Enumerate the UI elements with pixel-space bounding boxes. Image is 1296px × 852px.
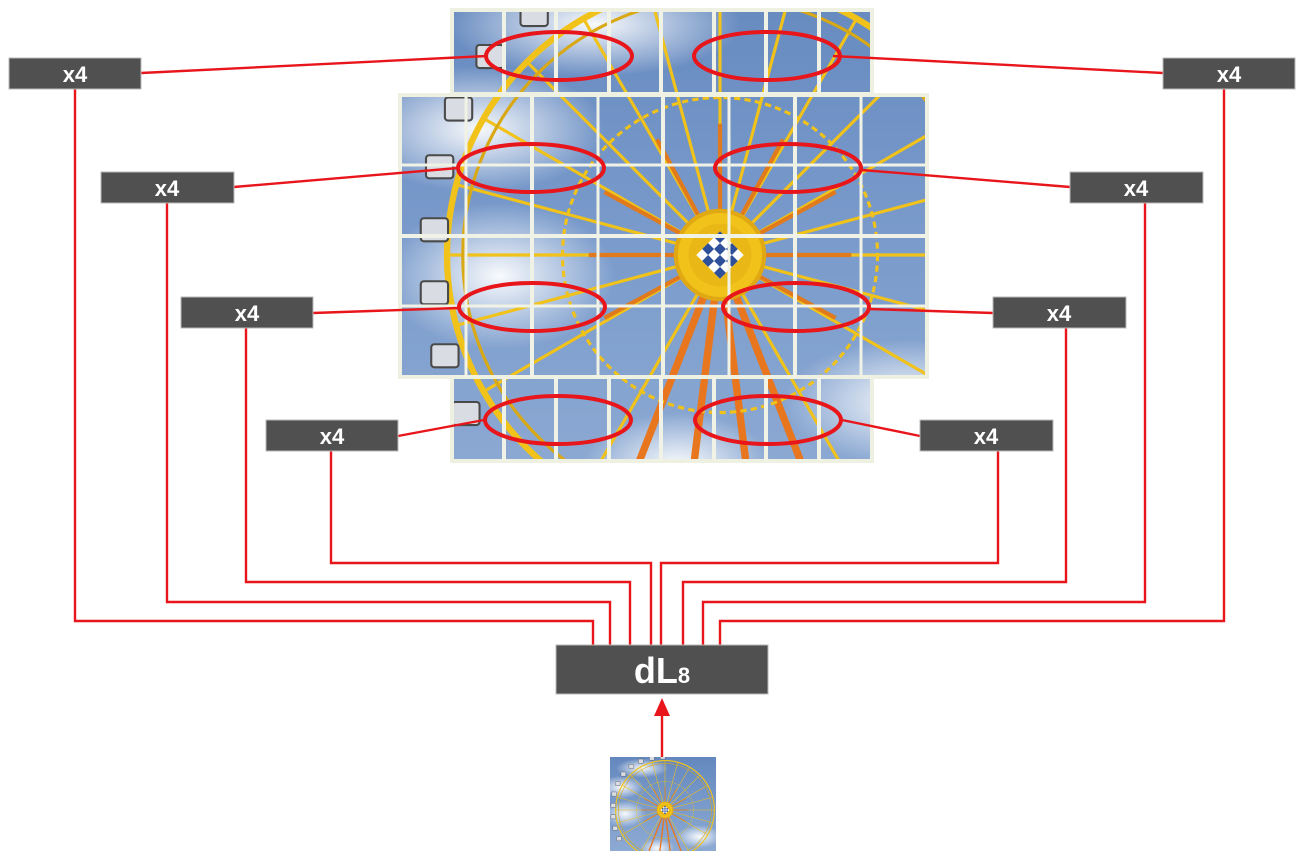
factor-label: x4	[1217, 62, 1242, 87]
factor-box-right-2: x4	[1069, 171, 1204, 204]
factor-box-right-4: x4	[919, 419, 1054, 452]
factor-label: x4	[155, 176, 180, 201]
ellipse-top-right	[692, 30, 842, 82]
factor-label: x4	[974, 424, 999, 449]
factor-box-right-1: x4	[1162, 57, 1296, 90]
factor-label: x4	[1124, 176, 1149, 201]
highlight-ellipses	[456, 30, 871, 446]
ellipse-upper-left	[456, 142, 606, 194]
input-thumbnail	[610, 757, 716, 851]
factor-box-right-3: x4	[992, 296, 1127, 329]
output-node-main: dL	[634, 650, 678, 691]
ellipse-lower-right	[721, 281, 871, 333]
output-node-label: dL8	[634, 650, 690, 691]
ellipse-bottom-right	[693, 394, 843, 446]
factor-label: x4	[63, 62, 88, 87]
output-node-subscript: 8	[678, 663, 690, 688]
routing-lines	[73, 88, 1226, 645]
ellipse-bottom-left	[483, 394, 633, 446]
factor-label: x4	[320, 424, 345, 449]
factor-box-left-1: x4	[8, 57, 142, 90]
factor-box-left-4: x4	[265, 419, 399, 452]
factor-box-left-2: x4	[100, 171, 235, 204]
ellipse-lower-left	[457, 281, 607, 333]
factor-label: x4	[1047, 301, 1072, 326]
output-node: dL8	[555, 644, 769, 695]
factor-label: x4	[235, 301, 260, 326]
tiled-mosaic-image	[398, 8, 929, 463]
ellipse-upper-right	[713, 142, 863, 194]
ellipse-connectors	[140, 54, 1164, 438]
ellipse-top-left	[484, 30, 634, 82]
input-arrow	[654, 698, 670, 757]
factor-box-left-3: x4	[180, 296, 314, 329]
